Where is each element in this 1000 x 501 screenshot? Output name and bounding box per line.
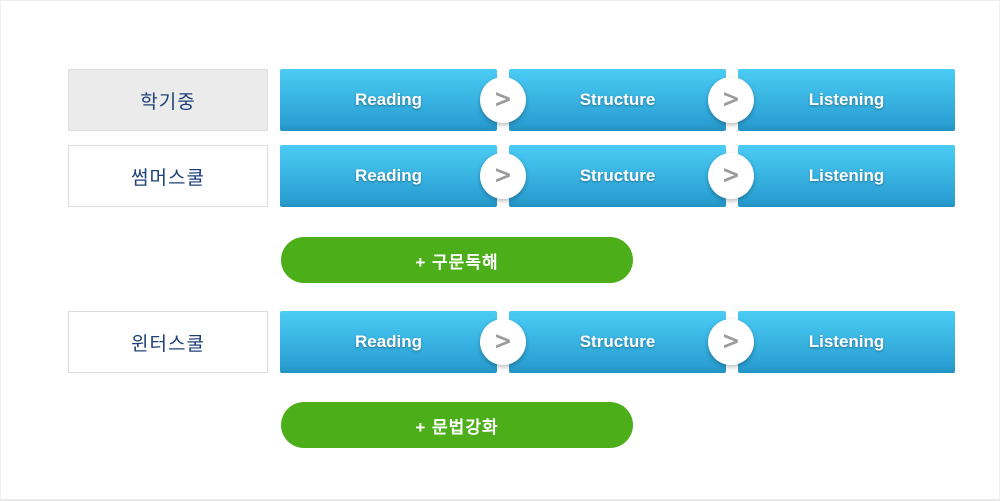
step-reading: Reading	[280, 69, 497, 131]
arrow-circle: >	[708, 319, 754, 365]
arrow-circle: >	[708, 77, 754, 123]
addon-badge-grammar-intensive: + 문법강화	[281, 402, 633, 448]
step-structure: Structure	[509, 145, 726, 207]
step-listening: Listening	[738, 69, 955, 131]
addon-badge-text: + 문법강화	[415, 417, 499, 437]
row-label-text: 윈터스쿨	[131, 333, 205, 355]
step-listening: Listening	[738, 311, 955, 373]
arrow-circle: >	[480, 77, 526, 123]
row-label-summer-school: 썸머스쿨	[68, 145, 268, 207]
arrow-circle: >	[480, 319, 526, 365]
arrow-circle: >	[480, 153, 526, 199]
process-bar-summer-school: Reading Structure Listening > >	[280, 145, 955, 207]
addon-badge-syntax-reading: + 구문독해	[281, 237, 633, 283]
row-label-text: 썸머스쿨	[131, 167, 205, 189]
step-structure: Structure	[509, 311, 726, 373]
process-bar-winter-school: Reading Structure Listening > >	[280, 311, 955, 373]
chevron-right-icon: >	[721, 327, 741, 356]
step-structure: Structure	[509, 69, 726, 131]
row-label-semester: 학기중	[68, 69, 268, 131]
chevron-right-icon: >	[493, 85, 513, 114]
step-reading: Reading	[280, 145, 497, 207]
chevron-right-icon: >	[493, 327, 513, 356]
step-listening: Listening	[738, 145, 955, 207]
row-label-text: 학기중	[140, 91, 196, 113]
step-reading: Reading	[280, 311, 497, 373]
row-label-winter-school: 윈터스쿨	[68, 311, 268, 373]
chevron-right-icon: >	[721, 161, 741, 190]
addon-badge-text: + 구문독해	[415, 252, 499, 272]
chevron-right-icon: >	[493, 161, 513, 190]
arrow-circle: >	[708, 153, 754, 199]
chevron-right-icon: >	[721, 85, 741, 114]
process-bar-semester: Reading Structure Listening > >	[280, 69, 955, 131]
